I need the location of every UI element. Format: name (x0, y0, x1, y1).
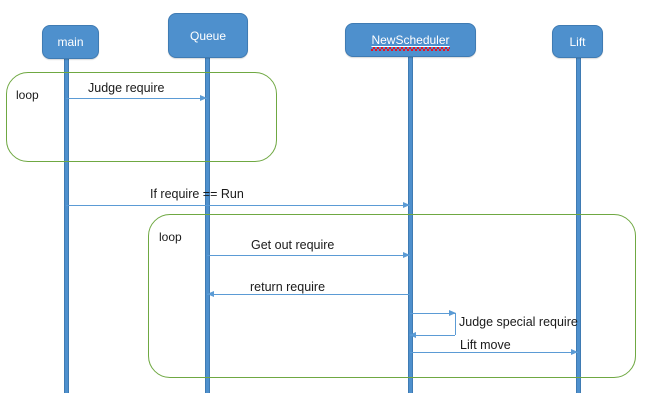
message-lift-move-line (410, 352, 578, 353)
lifeline-queue (205, 56, 210, 393)
message-judge-require-arrowhead (200, 95, 207, 101)
message-label-get-out-require: Get out require (251, 238, 335, 252)
message-label-if-require-run: If require == Run (150, 187, 244, 201)
message-label-judge-special-require: Judge special require (459, 315, 578, 329)
message-return-require-line (207, 294, 410, 295)
message-label-lift-move: Lift move (460, 338, 511, 352)
fragment-label-loop-judge-require: loop (16, 88, 39, 102)
participant-label-queue: Queue (189, 28, 227, 43)
message-judge-special-require-right (455, 313, 456, 335)
message-if-require-run-arrowhead (403, 202, 410, 208)
message-label-return-require: return require (250, 280, 326, 294)
message-lift-move-arrowhead (571, 349, 578, 355)
message-judge-special-require-bottom (410, 335, 455, 336)
fragment-loop-judge-require (6, 72, 277, 162)
participant-label-lift: Lift (569, 34, 586, 49)
lifeline-newscheduler (408, 55, 413, 393)
message-judge-special-require-arrowhead-top (449, 310, 456, 316)
spellcheck-underline-newscheduler (371, 47, 450, 51)
message-judge-special-require-top (410, 313, 455, 314)
message-judge-require-line (66, 98, 207, 99)
fragment-loop-dispatch (148, 214, 636, 378)
message-return-require-arrowhead (207, 291, 214, 297)
fragment-label-loop-dispatch: loop (159, 230, 182, 244)
message-get-out-require-line (207, 255, 410, 256)
participant-label-main: main (57, 35, 84, 49)
message-if-require-run-line (66, 205, 410, 206)
participant-box-queue[interactable]: Queue (168, 13, 248, 58)
lifeline-main (64, 57, 69, 393)
message-judge-special-require-arrowhead (409, 332, 416, 338)
participant-box-newscheduler[interactable]: NewScheduler (345, 23, 476, 57)
lifeline-lift (576, 56, 581, 393)
participant-box-main[interactable]: main (42, 25, 99, 59)
participant-label-newscheduler: NewScheduler (371, 33, 450, 47)
message-get-out-require-arrowhead (403, 252, 410, 258)
message-label-judge-require: Judge require (88, 81, 165, 95)
participant-box-lift[interactable]: Lift (552, 25, 603, 58)
